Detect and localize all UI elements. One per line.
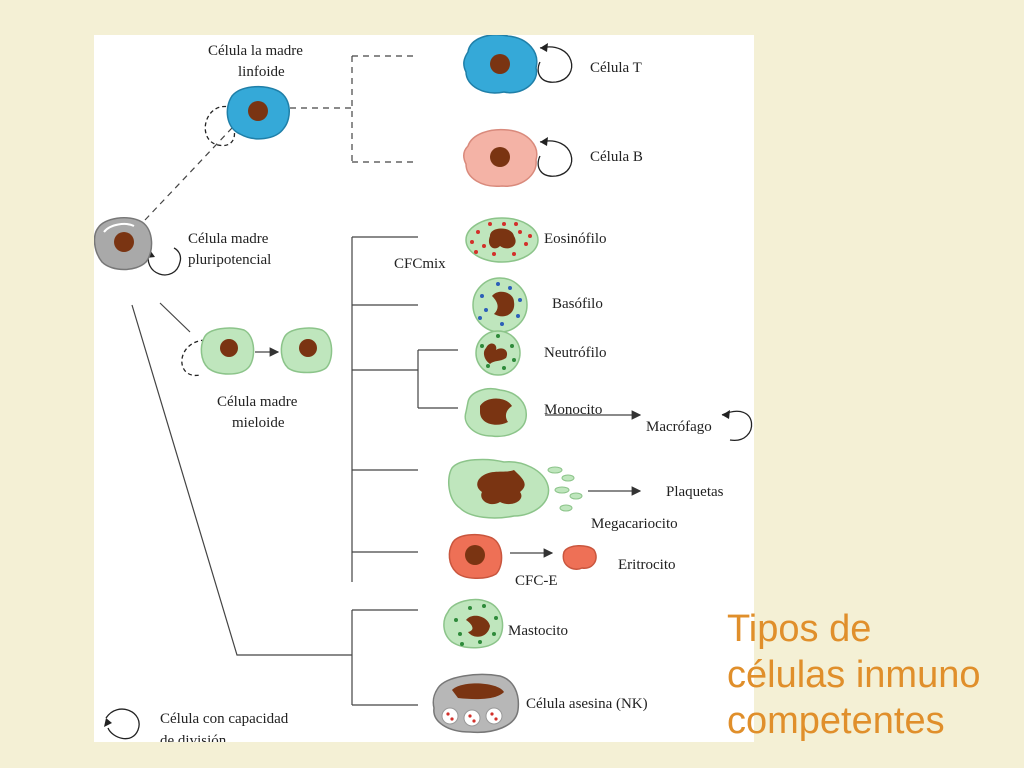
connector-lines — [131, 55, 642, 706]
label-t-cell: Célula T — [590, 60, 642, 76]
pluripotent-stem-cell-icon — [94, 216, 153, 271]
myeloid-stem-cell-icon — [200, 327, 255, 375]
label-myeloid-2: mieloide — [232, 415, 285, 431]
label-myeloid-1: Célula madre — [217, 394, 298, 410]
loop-icon-t-cell — [537, 46, 573, 83]
megakaryocyte-icon — [447, 458, 583, 519]
monocyte-icon — [464, 388, 527, 438]
neutrophil-icon — [475, 330, 521, 376]
label-macrophage: Macrófago — [646, 419, 712, 435]
cfce-cell-icon — [448, 533, 503, 579]
nk-cell-icon — [432, 673, 520, 734]
loop-icon-b-cell — [537, 140, 573, 177]
loop-icon-macrophage — [721, 410, 753, 441]
slide-title-line-1: Tipos de — [727, 608, 872, 650]
loop-icon-lymphoid — [204, 105, 236, 147]
loop-icon-legend — [105, 708, 140, 740]
label-pluripotent-2: pluripotencial — [188, 252, 271, 268]
t-cell-icon — [463, 35, 538, 94]
mast-cell-icon — [443, 598, 504, 649]
label-monocyte: Monocito — [544, 402, 602, 418]
label-erythrocyte: Eritrocito — [618, 557, 675, 573]
slide-title-line-2: células inmuno — [727, 654, 981, 696]
label-cfcmix: CFCmix — [394, 256, 446, 272]
division-loops — [105, 46, 753, 740]
legend-label-1: Célula con capacidad — [160, 711, 289, 727]
label-lymphoid-stem-1: Célula la madre — [208, 43, 303, 59]
legend-label-2: de división — [160, 733, 227, 742]
label-eosinophil: Eosinófilo — [544, 231, 607, 247]
diagram-panel: Célula la madre linfoide Célula T Célula… — [94, 35, 754, 742]
b-cell-icon — [463, 128, 538, 187]
slide-title: Tipos de células inmuno competentes — [727, 606, 1017, 744]
loop-icon-pluripotent — [147, 247, 182, 276]
label-cfce: CFC-E — [515, 573, 558, 589]
label-nk-cell: Célula asesina (NK) — [526, 696, 648, 712]
hematopoiesis-diagram: Célula la madre linfoide Célula T Célula… — [94, 35, 753, 742]
label-lymphoid-stem-2: linfoide — [238, 64, 285, 80]
label-neutrophil: Neutrófilo — [544, 345, 606, 361]
myeloid-progenitor-cell-icon — [280, 327, 333, 374]
eosinophil-icon — [465, 217, 539, 263]
line-pluripotent-to-myeloid — [159, 302, 191, 333]
line-pluripotent-to-lower — [131, 304, 352, 656]
label-pluripotent-1: Célula madre — [188, 231, 269, 247]
dashed-line-pluripotent-to-lymphoid — [144, 127, 233, 221]
label-b-cell: Célula B — [590, 149, 643, 165]
basophil-icon — [472, 277, 528, 333]
label-megakaryocyte: Megacariocito — [591, 516, 678, 532]
erythrocyte-icon — [562, 545, 597, 570]
slide-title-line-3: competentes — [727, 700, 945, 742]
label-mast-cell: Mastocito — [508, 623, 568, 639]
label-platelets: Plaquetas — [666, 484, 724, 500]
lymphoid-stem-cell-icon — [226, 85, 290, 140]
loop-icon-myeloid — [181, 339, 206, 376]
label-basophil: Basófilo — [552, 296, 603, 312]
